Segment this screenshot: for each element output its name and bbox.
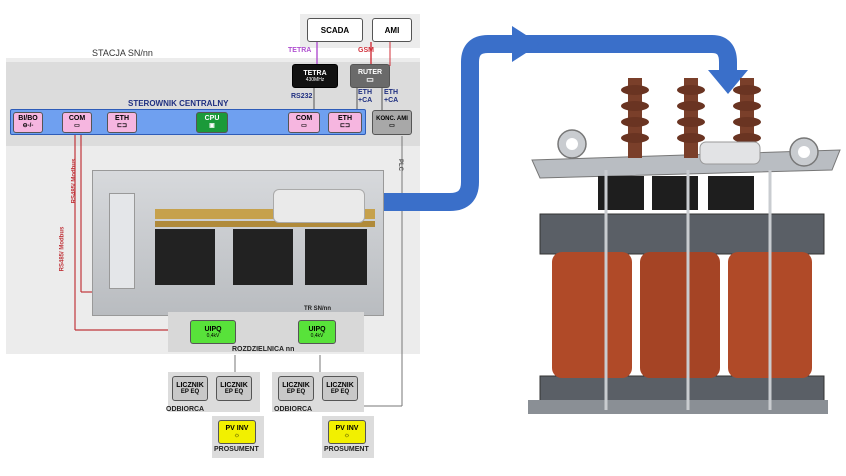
konc-ami-module: KONC. AMI ▭ (372, 110, 412, 135)
base-frame (528, 400, 828, 414)
cpu-label: CPU (204, 115, 220, 122)
sun-icon: ☼ (233, 431, 241, 439)
eth-ca-label-2: ETH +CA (384, 89, 399, 104)
switch-icon: ⊖-/- (22, 123, 34, 129)
serial-port-icon: ▭ (301, 123, 307, 129)
scada-box: SCADA (307, 18, 363, 42)
prosumer-label-2: PROSUMENT (324, 446, 369, 453)
eth-module-2: ETH ⊏⊐ (328, 112, 362, 133)
uipq-sub-2: 0,4kV (310, 332, 324, 339)
busbar-rail (155, 209, 375, 219)
com-label-1: COM (68, 115, 86, 122)
tetra-freq: 430MHz (305, 76, 325, 83)
eth-ca-label-1: ETH +CA (358, 89, 373, 104)
lv-terminal-block-3 (708, 176, 754, 210)
meter-box-4: LICZNIK EP EQ (322, 376, 358, 401)
hv-bushing-1 (621, 78, 649, 158)
eq-label: EQ (234, 389, 244, 395)
chip-icon: ▣ (209, 123, 215, 129)
tetra-radio-box: TETRA 430MHz (292, 64, 338, 88)
uipq-label-2: UIPQ (308, 325, 326, 333)
meter-ep-eq-2: EP EQ (225, 389, 243, 395)
rs232-label: RS232 (291, 93, 313, 100)
tetra-radio-label: TETRA (303, 69, 327, 77)
uipq-box-2: UIPQ 0,4kV (298, 320, 336, 344)
pv-inverter-box-2: PV INV ☼ (328, 420, 366, 444)
uipq-box-1: UIPQ 0,4kV (190, 320, 236, 344)
konc-ami-label: KONC. AMI (376, 115, 408, 122)
terminal-cover (699, 141, 761, 165)
pv-inv-label-1: PV INV (225, 424, 249, 432)
controller-title: STEROWNIK CENTRALNY (128, 99, 229, 108)
breaker-group-3 (305, 229, 367, 285)
arrow-head-2 (708, 70, 748, 94)
hv-bushing-3 (733, 78, 761, 158)
prosumer-label-1: PROSUMENT (214, 446, 259, 453)
upper-yoke (539, 213, 825, 255)
meter-ep-eq-4: EP EQ (331, 389, 349, 395)
ep-label: EP (286, 389, 295, 395)
eth-module-1: ETH ⊏⊐ (107, 112, 137, 133)
meter-label-1: LICZNIK (176, 382, 204, 389)
cabinet-unit (109, 193, 135, 289)
bibo-label: BI/BO (18, 115, 38, 122)
serial-port-icon: ▭ (74, 123, 80, 129)
tetra-link-label: TETRA (288, 47, 312, 54)
breaker-group-2 (233, 229, 293, 285)
ami-box: AMI (372, 18, 412, 42)
concentrator-icon: ▭ (389, 122, 395, 129)
uipq-sub-1: 0,4kV (206, 332, 220, 339)
breaker-group-1 (155, 229, 215, 285)
eq-label: EQ (340, 389, 350, 395)
busbar-rail-2 (155, 221, 375, 227)
ep-label: EP (330, 389, 339, 395)
ethernet-port-icon: ⊏⊐ (116, 123, 128, 129)
meter-box-2: LICZNIK EP EQ (216, 376, 252, 401)
router-icon: ▭ (366, 74, 374, 84)
pv-inverter-box-1: PV INV ☼ (218, 420, 256, 444)
pv-inv-label-2: PV INV (335, 424, 359, 432)
gsm-link-label: GSM (358, 47, 374, 54)
coil-1 (552, 252, 632, 378)
eq-label: EQ (296, 389, 306, 395)
lv-terminal-block-2 (652, 176, 698, 210)
distribution-label: ROZDZIELNICA nn (232, 346, 295, 353)
ep-label: EP (224, 389, 233, 395)
hv-bushing-2 (677, 78, 705, 158)
meter-box-1: LICZNIK EP EQ (172, 376, 208, 401)
ruter-box: RUTER ▭ (350, 64, 390, 88)
meter-label-4: LICZNIK (326, 382, 354, 389)
arrow-shaft (384, 35, 737, 211)
scada-label: SCADA (320, 25, 350, 35)
ethernet-port-icon: ⊏⊐ (339, 123, 351, 129)
eth-label-2: ETH (338, 115, 352, 122)
eth-label-1: ETH (115, 115, 129, 122)
metal-cover (273, 189, 365, 223)
ruter-label: RUTER (357, 68, 383, 76)
meter-ep-eq-3: EP EQ (287, 389, 305, 395)
tr-station-label: TR SN/nn (304, 306, 331, 312)
ep-label: EP (180, 389, 189, 395)
ami-label: AMI (384, 25, 400, 35)
meter-ep-eq-1: EP EQ (181, 389, 199, 395)
cpu-module: CPU ▣ (196, 112, 228, 133)
tr-station-photo (92, 170, 384, 316)
bibo-module: BI/BO ⊖-/- (13, 112, 43, 133)
meter-box-3: LICZNIK EP EQ (278, 376, 314, 401)
uipq-label-1: UIPQ (204, 325, 222, 333)
station-title: STACJA SN/nn (92, 48, 153, 58)
com-module-1: COM ▭ (62, 112, 92, 133)
com-module-2: COM ▭ (288, 112, 320, 133)
com-label-2: COM (295, 115, 313, 122)
consumer-label-1: ODBIORCA (166, 406, 205, 413)
arrow-head-1 (512, 26, 540, 62)
sun-icon: ☼ (343, 431, 351, 439)
consumer-label-2: ODBIORCA (274, 406, 313, 413)
meter-label-2: LICZNIK (220, 382, 248, 389)
coil-2 (640, 252, 720, 378)
meter-label-3: LICZNIK (282, 382, 310, 389)
eq-label: EQ (190, 389, 200, 395)
